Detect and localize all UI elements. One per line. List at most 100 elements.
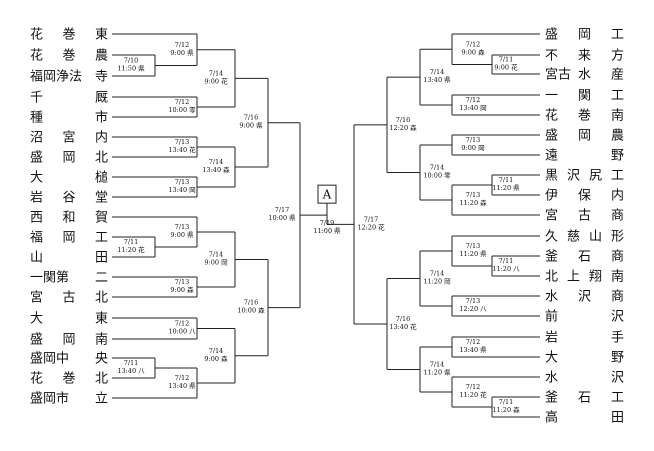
match-date: 7/16: [396, 116, 411, 124]
match-time-venue: 9:00 森: [170, 285, 194, 294]
match-time-venue: 9:00 岡: [204, 259, 227, 267]
team-name-left: 大東: [30, 311, 108, 327]
match-date: 7/11: [499, 56, 514, 64]
match-time-venue: 11:20 花: [117, 245, 145, 254]
team-name-left: 千厩: [30, 91, 108, 106]
match-date: 7/11: [499, 176, 514, 184]
match-time-venue: 13:40 岡: [168, 186, 195, 194]
match-time-venue: 11:20 森: [492, 405, 520, 414]
team-name-right: 釜石商: [545, 250, 624, 265]
team-name-right: 高田: [545, 410, 624, 426]
team-name-left: 福岡工: [30, 231, 108, 246]
match-time-venue: 11:20 森: [459, 198, 487, 207]
team-name-right: 宮古水産: [545, 67, 624, 83]
match-date: 7/11: [499, 257, 514, 265]
match-time-venue: 10:00 森: [237, 306, 265, 315]
match-date: 7/12: [466, 40, 481, 48]
team-name-right: 盛岡工: [545, 28, 624, 43]
match-date: 7/10: [124, 57, 139, 65]
match-date: 7/11: [124, 359, 139, 367]
match-time-venue: 9:00 森: [204, 354, 228, 363]
match-date: 7/14: [209, 251, 224, 259]
match-time-venue: 13:40 県: [423, 76, 451, 84]
match-date: 7/17: [364, 215, 379, 223]
team-name-right: 水沢: [545, 371, 624, 386]
match-date: 7/14: [209, 158, 224, 166]
team-name-left: 大槌: [30, 170, 108, 186]
match-time-venue: 9:00 花: [494, 63, 518, 72]
team-name-left: 沼宮内: [30, 130, 108, 146]
match-time-venue: 13:40 岡: [459, 104, 486, 112]
match-time-venue: 11:20 八: [492, 265, 520, 273]
team-name-left: 岩谷堂: [30, 191, 108, 206]
match-date: 7/12: [466, 383, 481, 391]
match-time-venue: 12:20 花: [357, 222, 385, 231]
team-name-right: 花巻南: [545, 108, 624, 124]
match-time-venue: 10:00 県: [268, 214, 296, 222]
match-date: 7/14: [209, 347, 224, 355]
team-name-right: 不来方: [545, 48, 624, 64]
final-time-venue: 11:00 県: [313, 227, 341, 235]
match-date: 7/12: [175, 41, 190, 49]
team-name-left: 西和賀: [30, 211, 108, 226]
match-date: 7/13: [175, 278, 190, 286]
match-date: 7/17: [275, 206, 290, 214]
match-date: 7/16: [396, 315, 411, 323]
match-time-venue: 13:40 八: [117, 367, 145, 375]
match-date: 7/12: [175, 98, 190, 106]
team-name-right: 水沢商: [545, 290, 624, 305]
champion-label: A: [322, 188, 332, 202]
match-time-venue: 10:00 零: [168, 106, 196, 114]
team-name-right: 一関工: [545, 89, 624, 104]
match-time-venue: 11:20 県: [423, 369, 451, 377]
match-time-venue: 11:20 花: [459, 390, 487, 399]
match-date: 7/13: [175, 223, 190, 231]
match-time-venue: 10:00 八: [168, 328, 196, 336]
match-time-venue: 13:40 花: [389, 322, 417, 331]
match-time-venue: 13:40 森: [202, 165, 230, 174]
team-name-left: 花巻東: [30, 27, 108, 43]
team-name-left: 盛岡中央: [30, 352, 108, 367]
team-name-left: 盛岡南: [30, 332, 108, 348]
match-date: 7/14: [209, 69, 224, 77]
match-time-venue: 11:50 県: [117, 65, 145, 73]
match-time-venue: 13:40 県: [168, 382, 196, 390]
team-name-left: 福岡浄法寺: [30, 70, 108, 85]
match-date: 7/13: [466, 242, 481, 250]
match-date: 7/13: [466, 136, 481, 144]
team-name-right: 盛岡農: [545, 129, 624, 144]
team-name-left: 一関第二: [30, 271, 108, 286]
team-name-left: 盛岡市立: [30, 391, 108, 407]
match-time-venue: 12:20 八: [459, 305, 487, 313]
match-date: 7/12: [175, 374, 190, 382]
match-date: 7/14: [430, 361, 445, 369]
match-time-venue: 11:20 岡: [423, 278, 450, 286]
match-date: 7/14: [430, 68, 445, 76]
team-name-right: 岩手: [545, 331, 624, 346]
team-name-left: 宮古北: [30, 290, 108, 306]
match-date: 7/13: [466, 297, 481, 305]
team-name-right: 宮古商: [545, 208, 624, 224]
final-date: 7/19: [320, 219, 335, 227]
match-date: 7/12: [175, 320, 190, 328]
team-name-left: 山田: [30, 251, 108, 266]
team-name-right: 前沢: [545, 309, 624, 325]
team-name-right: 黒沢尻工: [545, 169, 624, 184]
match-time-venue: 11:20 県: [492, 184, 520, 192]
match-time-venue: 9:00 県: [239, 122, 263, 130]
match-date: 7/12: [466, 96, 481, 104]
match-date: 7/16: [244, 114, 259, 122]
team-name-right: 遠野: [545, 149, 624, 164]
match-date: 7/11: [124, 238, 139, 246]
match-date: 7/13: [175, 178, 190, 186]
match-date: 7/12: [466, 338, 481, 346]
match-time-venue: 11:20 県: [459, 250, 487, 258]
team-name-left: 盛岡北: [30, 151, 108, 166]
champion-box: [317, 184, 337, 204]
match-time-venue: 9:00 岡: [461, 144, 484, 152]
team-name-left: 花巻北: [30, 371, 108, 387]
match-date: 7/14: [430, 270, 445, 278]
team-name-right: 北上翔南: [545, 269, 624, 285]
